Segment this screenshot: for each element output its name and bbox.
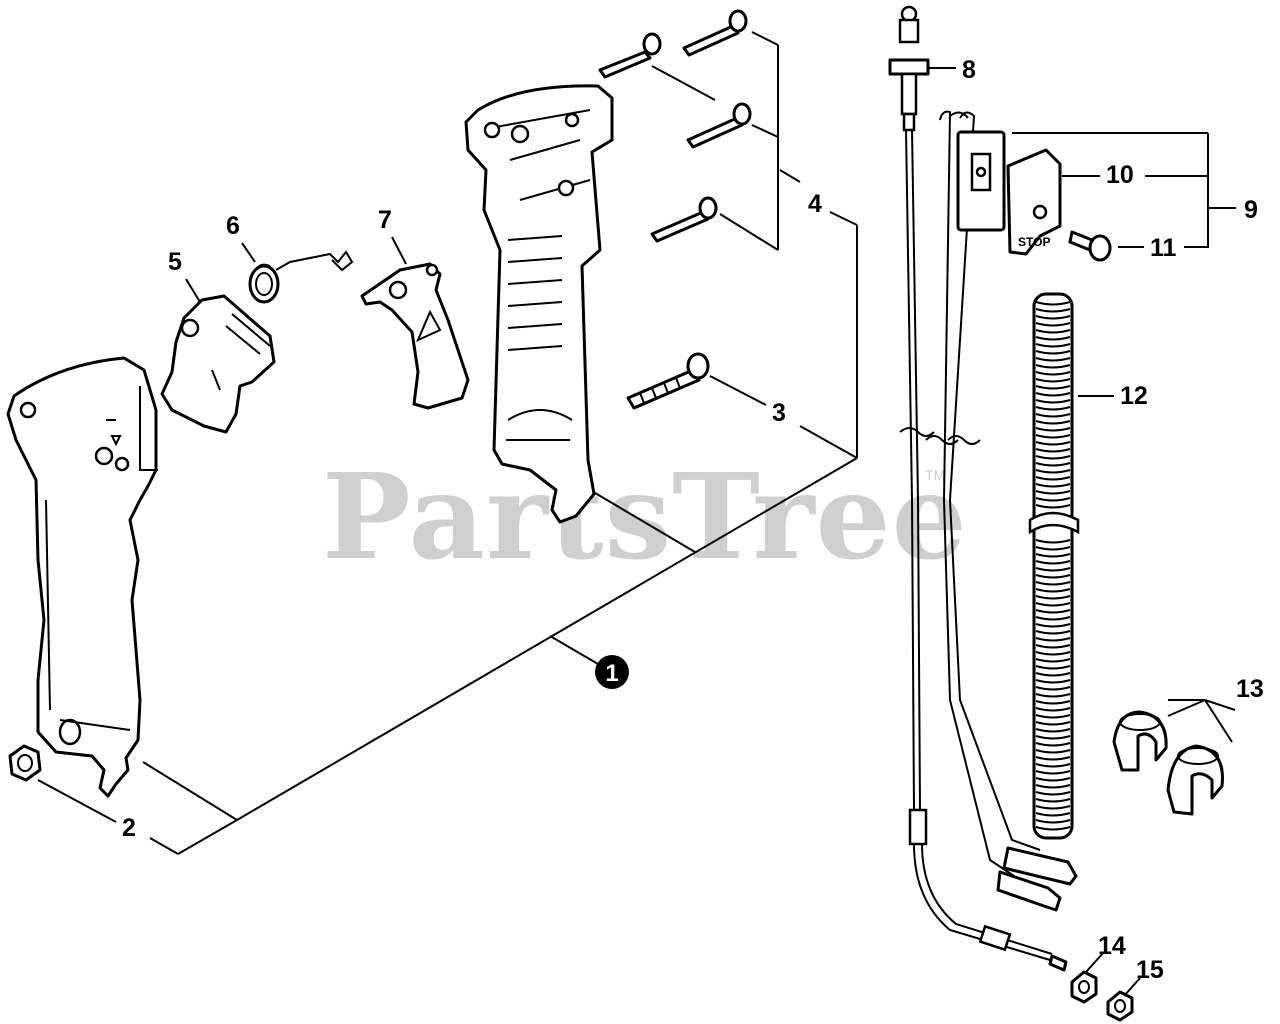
throttle-trigger[interactable]	[360, 262, 470, 410]
label-8[interactable]: 8	[962, 56, 976, 84]
label-14[interactable]: 14	[1098, 932, 1126, 960]
watermark-trademark: TM	[925, 467, 945, 483]
screw-4c[interactable]	[686, 102, 752, 149]
stop-switch-assembly[interactable]	[925, 110, 1078, 912]
label-3[interactable]: 3	[772, 399, 786, 427]
lockout-lever[interactable]	[160, 294, 276, 434]
part-labels: 2 3 4 5 6 7 8 9 10 11 12 13 14 15	[122, 56, 1264, 984]
stop-plate[interactable]: STOP	[1006, 148, 1062, 256]
torsion-spring[interactable]	[248, 250, 354, 304]
stop-text: STOP	[1018, 235, 1050, 249]
label-10[interactable]: 10	[1106, 161, 1134, 189]
clip-13b[interactable]	[1166, 744, 1224, 816]
screw-group	[598, 9, 752, 410]
switch-screw[interactable]	[1068, 230, 1112, 262]
screw-4d[interactable]	[650, 196, 718, 243]
handle-front-half[interactable]	[6, 356, 158, 798]
watermark: PartsTree	[322, 447, 968, 586]
label-2[interactable]: 2	[122, 814, 136, 842]
label-5[interactable]: 5	[168, 248, 182, 276]
screw-4a[interactable]	[598, 32, 662, 79]
throttle-cable[interactable]	[888, 5, 1068, 972]
nut-2[interactable]	[8, 744, 42, 782]
handle-rear-half[interactable]	[464, 84, 614, 524]
screw-3[interactable]	[626, 352, 710, 410]
label-6[interactable]: 6	[226, 212, 240, 240]
label-9[interactable]: 9	[1244, 196, 1258, 224]
nut-15[interactable]	[1106, 990, 1134, 1022]
item-1-number: 1	[605, 660, 618, 687]
label-4[interactable]: 4	[808, 190, 822, 218]
assembly-lines	[37, 31, 1236, 997]
screw-4b[interactable]	[682, 9, 748, 57]
conduit-tube[interactable]	[1028, 292, 1080, 840]
label-7[interactable]: 7	[378, 206, 392, 234]
nut-14[interactable]	[1070, 970, 1098, 1004]
item-1-badge[interactable]: 1	[595, 655, 629, 689]
label-15[interactable]: 15	[1136, 956, 1164, 984]
label-11[interactable]: 11	[1150, 234, 1177, 262]
label-13[interactable]: 13	[1236, 675, 1264, 703]
clip-13a[interactable]	[1112, 710, 1168, 772]
label-12[interactable]: 12	[1120, 382, 1148, 410]
